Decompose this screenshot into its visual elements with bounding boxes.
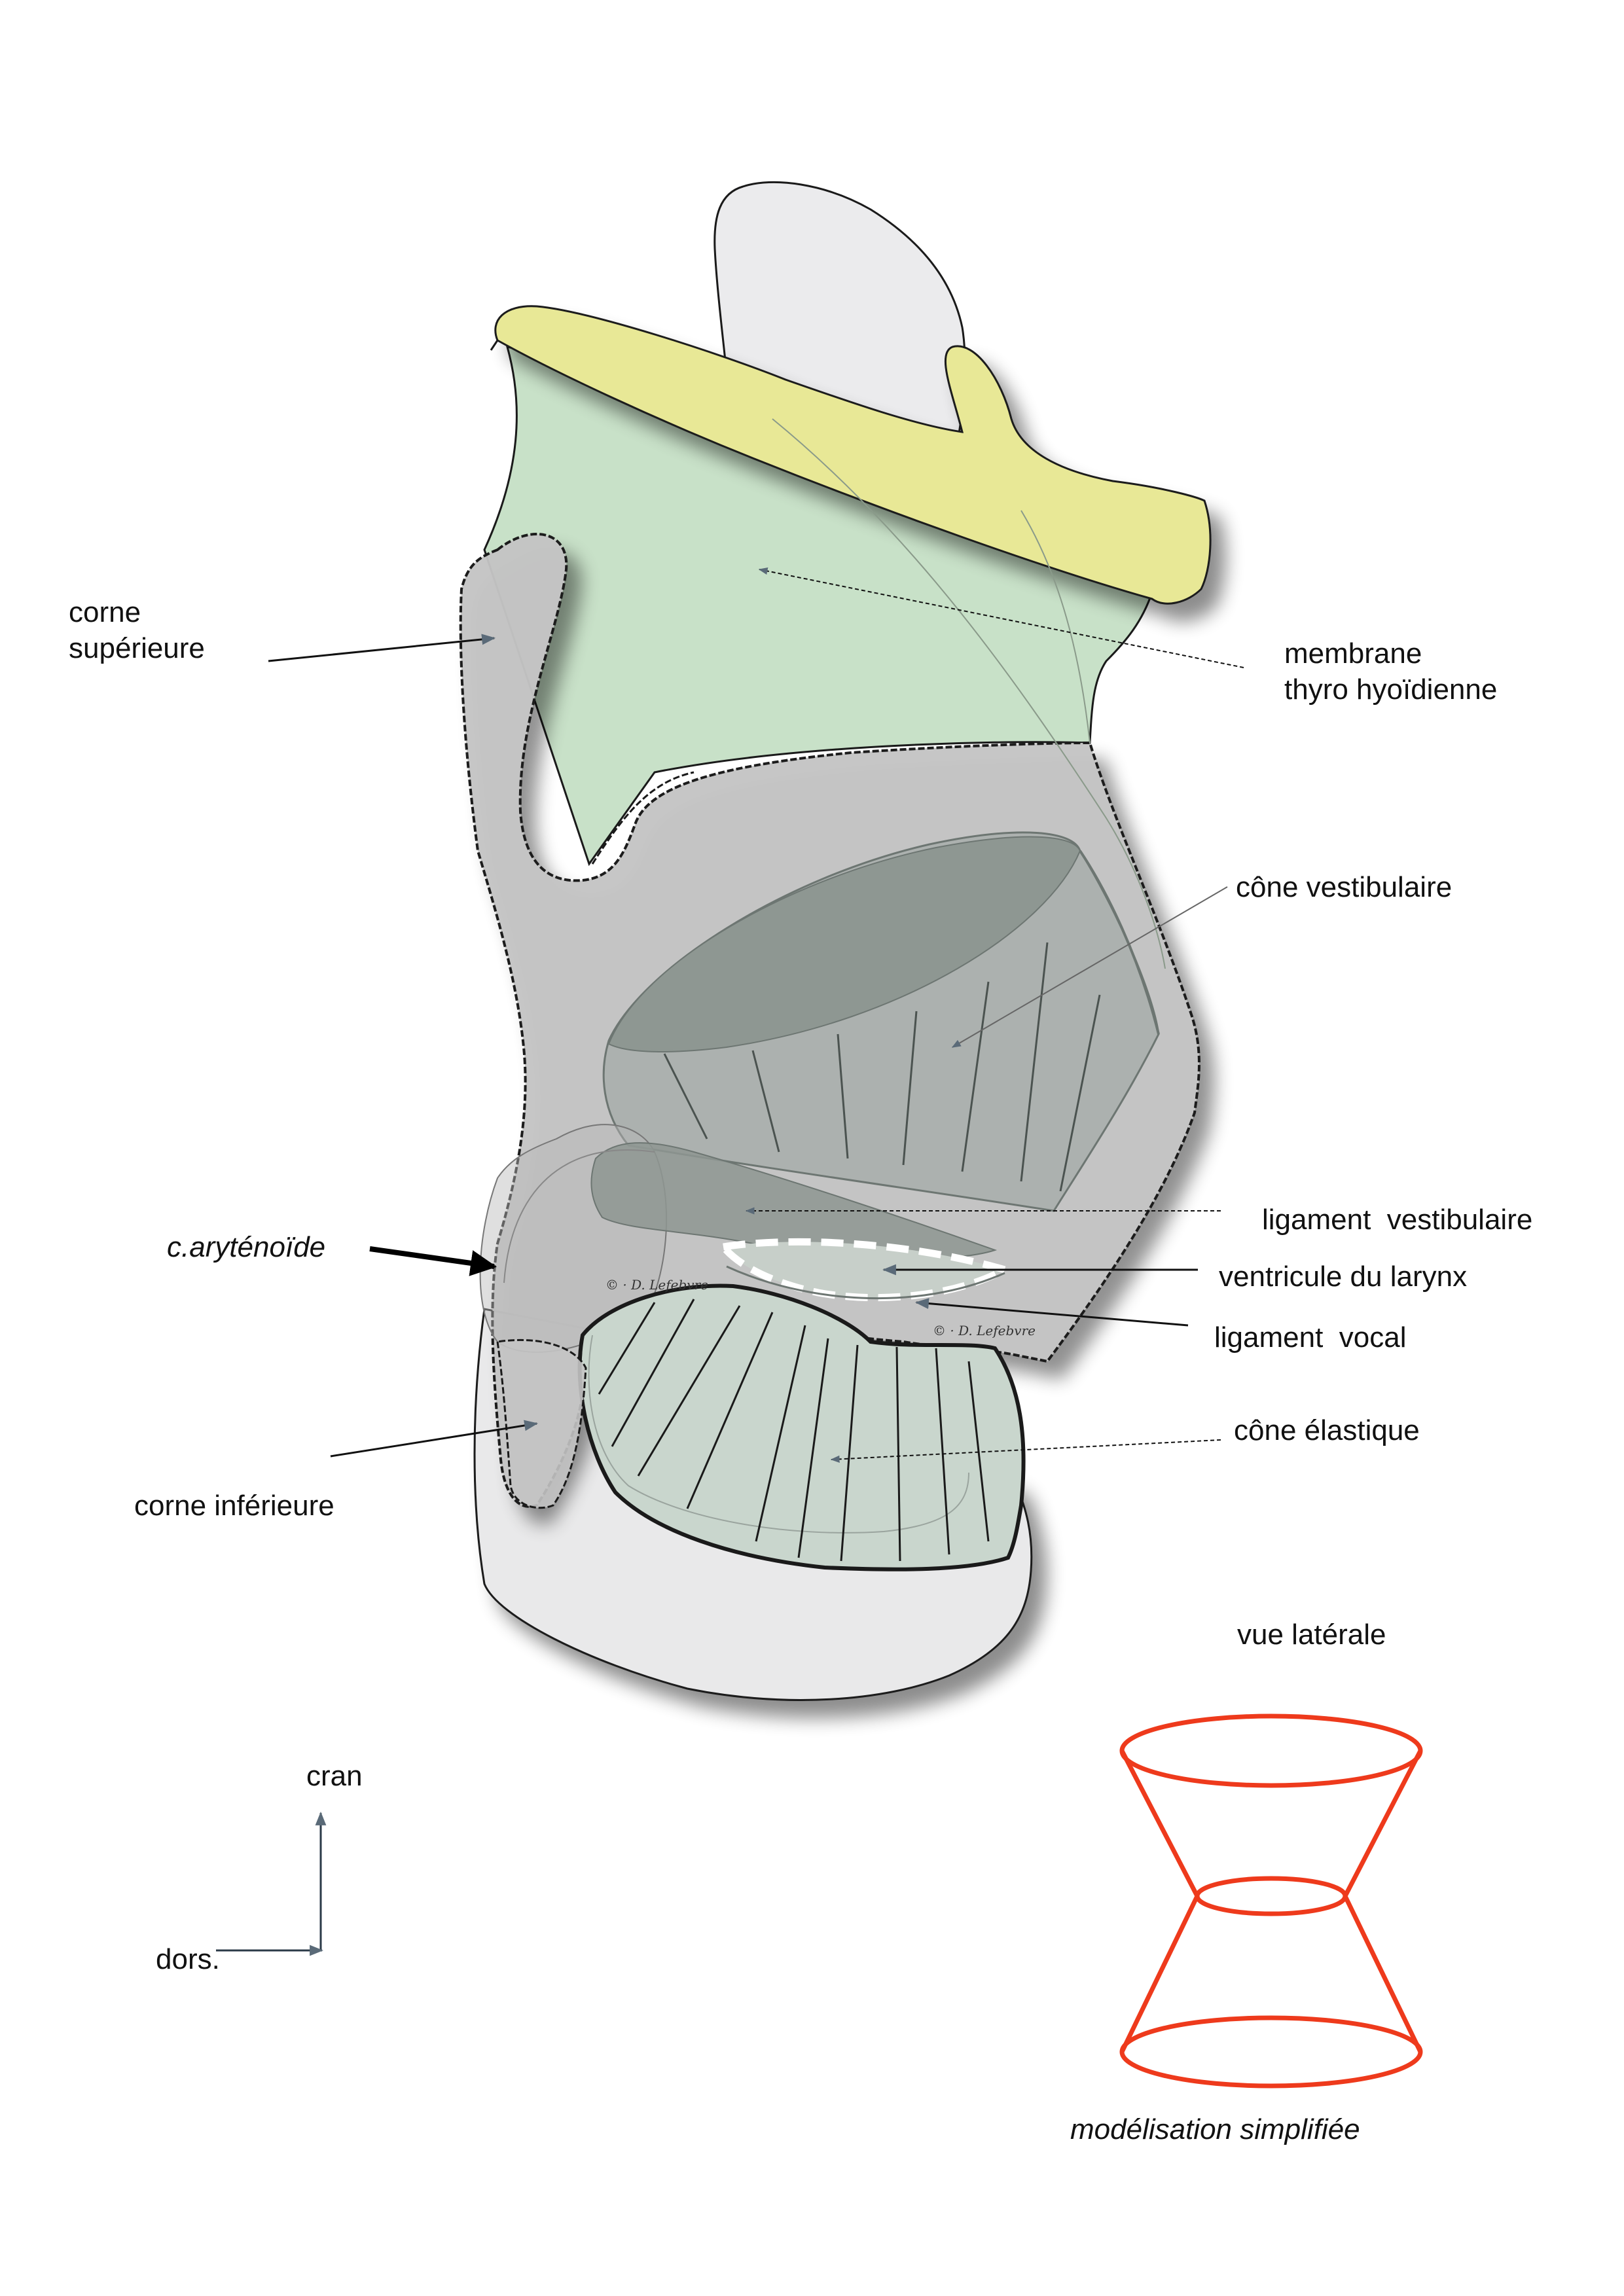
svg-text:cône élastique: cône élastique [1234, 1414, 1420, 1446]
svg-text:modélisation simplifiée: modélisation simplifiée [1070, 2113, 1360, 2145]
svg-text:corne: corne [69, 596, 141, 628]
elastic-cone-striations [598, 1299, 990, 1562]
label-corne-superieure-2: supérieure [69, 632, 205, 664]
arytenoid-arrow [369, 1246, 497, 1276]
svg-text:ventricule du larynx: ventricule du larynx [1219, 1261, 1467, 1293]
svg-text:© · D. Lefebvre: © · D. Lefebvre [933, 1323, 1036, 1338]
label-ligament-vestibulaire: ligament vestibulaire [1262, 1204, 1532, 1236]
orientation-axes [216, 1811, 327, 1956]
vestibular-cone-top [607, 836, 1081, 1052]
label-vue-laterale: vue latérale [1237, 1619, 1386, 1651]
label-ventricule: ventricule du larynx [1219, 1261, 1467, 1293]
laryngeal-ventricle [716, 1238, 1015, 1302]
label-cone-vestibulaire: cône vestibulaire [1236, 871, 1452, 903]
pointer-lines [268, 567, 1244, 1463]
label-membrane-2: thyro hyoïdienne [1284, 673, 1497, 706]
label-cran: cran [306, 1760, 363, 1792]
svg-text:vue latérale: vue latérale [1237, 1619, 1386, 1651]
svg-text:corne inférieure: corne inférieure [134, 1490, 334, 1522]
vestibular-striations [663, 942, 1101, 1192]
label-arytenoide: c.aryténoïde [167, 1231, 325, 1263]
label-dors: dors. [156, 1943, 220, 1975]
svg-text:ligament vestibulaire: ligament vestibulaire [1262, 1204, 1532, 1236]
signature-1: © · D. Lefebvre [605, 1277, 708, 1293]
svg-text:membrane: membrane [1284, 637, 1422, 670]
label-modelisation: modélisation simplifiée [1070, 2113, 1360, 2145]
label-corne-superieure-1: corne [69, 596, 141, 628]
svg-text:thyro hyoïdienne: thyro hyoïdienne [1284, 673, 1497, 706]
svg-text:dors.: dors. [156, 1943, 220, 1975]
svg-text:supérieure: supérieure [69, 632, 205, 664]
inferior-horn [496, 1338, 587, 1509]
simplified-model [1119, 1713, 1423, 2089]
svg-text:cran: cran [306, 1760, 363, 1792]
signature-2: © · D. Lefebvre [933, 1323, 1036, 1338]
svg-text:cône vestibulaire: cône vestibulaire [1236, 871, 1452, 903]
label-cone-elastique: cône élastique [1234, 1414, 1420, 1446]
svg-text:© · D. Lefebvre: © · D. Lefebvre [605, 1277, 708, 1293]
label-corne-inferieure: corne inférieure [134, 1490, 334, 1522]
svg-text:ligament vocal: ligament vocal [1214, 1321, 1406, 1354]
svg-text:c.aryténoïde: c.aryténoïde [167, 1231, 325, 1263]
label-membrane-1: membrane [1284, 637, 1422, 670]
label-ligament-vocal: ligament vocal [1214, 1321, 1406, 1354]
